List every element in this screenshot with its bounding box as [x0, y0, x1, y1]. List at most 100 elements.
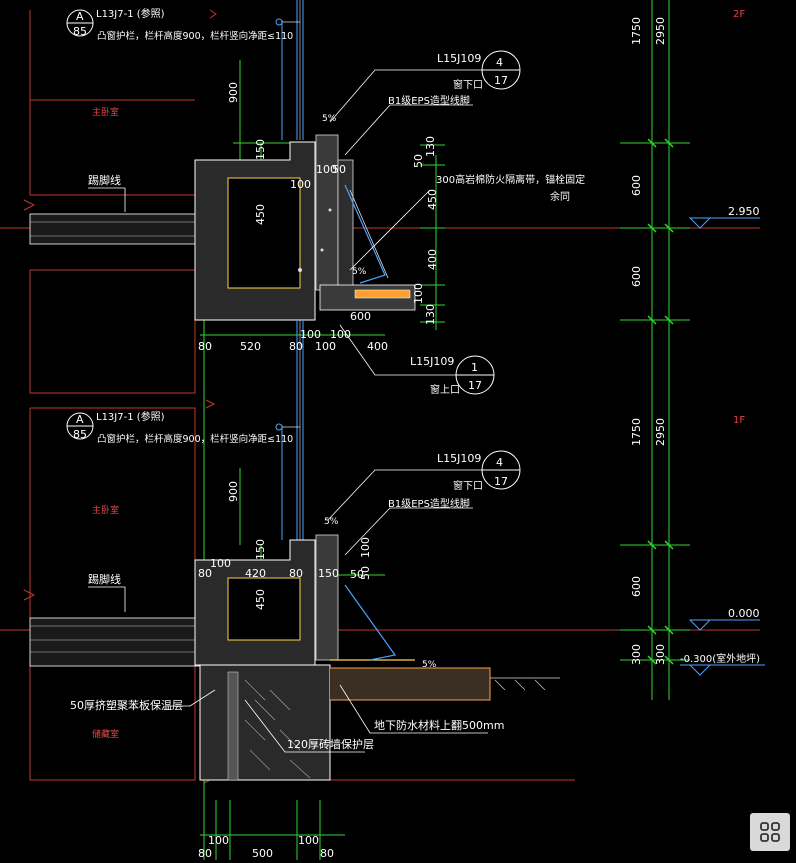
- elev-0000: 0.000: [728, 607, 760, 620]
- svg-text:130: 130: [424, 304, 437, 325]
- horizontal-dimensions-upper: 80 520 80 100 400 100 100: [198, 328, 388, 353]
- lower-wall-section: [29, 423, 560, 781]
- slope-lower: 5%: [324, 517, 339, 527]
- svg-text:1750: 1750: [630, 418, 643, 446]
- skirting-label-lower: 踢脚线: [88, 572, 121, 586]
- elevation-markers: [680, 217, 765, 676]
- callout-a-upper: A: [76, 10, 84, 23]
- slope-upper-sill: 5%: [352, 267, 367, 277]
- break-symbols: [23, 9, 217, 784]
- ref-callout-a85-upper: [66, 9, 94, 37]
- horizontal-dimensions-lower: 80 420 80 150: [198, 567, 339, 580]
- leader-lines: [170, 69, 488, 753]
- svg-text:130: 130: [424, 136, 437, 157]
- detail-num-4-upper: 4: [496, 56, 503, 69]
- svg-text:2950: 2950: [654, 418, 667, 446]
- svg-text:520: 520: [240, 340, 261, 353]
- detail-num-1: 1: [471, 361, 478, 374]
- window-above: 窗上口: [430, 383, 460, 396]
- svg-text:900: 900: [227, 481, 240, 502]
- grid-icon: [760, 822, 780, 842]
- upper-wall-section: [29, 0, 416, 540]
- svg-text:50: 50: [359, 566, 372, 580]
- slope-ground: 5%: [422, 660, 437, 670]
- svg-text:450: 450: [426, 189, 439, 210]
- floor-2f: 2F: [733, 9, 745, 20]
- eps-label-lower: B1级EPS造型线脚: [388, 497, 470, 510]
- svg-text:100: 100: [290, 178, 311, 191]
- svg-text:80: 80: [289, 567, 303, 580]
- slope-upper: 5%: [322, 114, 337, 124]
- svg-text:500: 500: [252, 847, 273, 860]
- svg-text:100: 100: [412, 283, 425, 304]
- svg-text:450: 450: [254, 589, 267, 610]
- svg-text:420: 420: [245, 567, 266, 580]
- svg-text:400: 400: [426, 249, 439, 270]
- window-below-lower: 窗下口: [453, 479, 483, 492]
- grid-view-button[interactable]: [750, 813, 790, 851]
- horizontal-dimensions-bottom: 100 80 500 100 80: [198, 834, 334, 860]
- detail-num-4-lower: 4: [496, 456, 503, 469]
- svg-text:100: 100: [298, 834, 319, 847]
- room-label-lower: 主卧室: [92, 504, 119, 516]
- fire-barrier-note-2: 余同: [550, 190, 570, 203]
- detail-callout-1: [455, 355, 495, 395]
- svg-text:150: 150: [254, 539, 267, 560]
- svg-text:300: 300: [630, 644, 643, 665]
- ref-code-mid: L15J109: [410, 355, 454, 368]
- callout-85-upper: 85: [73, 25, 87, 38]
- title-ref-upper: L13J7-1 (参照): [96, 7, 165, 20]
- sheet-17-upper: 17: [494, 74, 508, 87]
- svg-text:50: 50: [332, 163, 346, 176]
- svg-text:100: 100: [300, 328, 321, 341]
- skirting-label-upper: 踢脚线: [88, 173, 121, 187]
- floor-1f: 1F: [733, 415, 745, 426]
- callout-a-lower: A: [76, 413, 84, 426]
- svg-text:80: 80: [289, 340, 303, 353]
- room-label-storage: 储藏室: [92, 728, 119, 740]
- svg-text:150: 150: [254, 139, 267, 160]
- ref-code-lower: L15J109: [437, 452, 481, 465]
- svg-text:400: 400: [367, 340, 388, 353]
- elev-2950: 2.950: [728, 205, 760, 218]
- svg-text:600: 600: [630, 576, 643, 597]
- detail-callout-4-upper: [481, 50, 521, 90]
- railing-note-upper: 凸窗护栏，栏杆高度900，栏杆竖向净距≤110: [97, 30, 293, 42]
- ref-code-upper: L15J109: [437, 52, 481, 65]
- svg-text:80: 80: [320, 847, 334, 860]
- svg-text:100: 100: [330, 328, 351, 341]
- railing-note-lower: 凸窗护栏，栏杆高度900，栏杆竖向净距≤110: [97, 433, 293, 445]
- svg-text:80: 80: [198, 567, 212, 580]
- protect-wall-note: 120厚砖墙保护层: [287, 737, 374, 751]
- svg-text:300: 300: [654, 644, 667, 665]
- ref-callout-a85-lower: [66, 412, 94, 440]
- detail-callout-4-lower: [481, 450, 521, 490]
- svg-text:600: 600: [630, 175, 643, 196]
- callout-85-lower: 85: [73, 428, 87, 441]
- elev-minus-300: -0.300(室外地坪): [680, 652, 760, 665]
- right-dimensions: 1750 2950 600 600 1750 2950 600 300 300: [630, 17, 667, 665]
- svg-text:80: 80: [198, 340, 212, 353]
- svg-text:50: 50: [350, 568, 364, 581]
- svg-text:100: 100: [208, 834, 229, 847]
- eps-label-upper: B1级EPS造型线脚: [388, 94, 470, 107]
- svg-text:80: 80: [198, 847, 212, 860]
- room-label-upper: 主卧室: [92, 106, 119, 118]
- svg-text:600: 600: [630, 266, 643, 287]
- waterproof-note: 地下防水材料上翻500mm: [374, 718, 504, 732]
- svg-text:100: 100: [316, 163, 337, 176]
- svg-text:100: 100: [315, 340, 336, 353]
- svg-text:2950: 2950: [654, 17, 667, 45]
- fire-barrier-note: 300高岩棉防火隔离带，锚栓固定: [436, 173, 585, 186]
- left-dimensions: 900 150 450 900 150 450: [227, 82, 267, 610]
- svg-text:150: 150: [318, 567, 339, 580]
- sill-dimensions: 50 130 450 400 100 130 600 100 100 50 10…: [210, 136, 439, 581]
- svg-text:450: 450: [254, 204, 267, 225]
- svg-text:900: 900: [227, 82, 240, 103]
- svg-text:100: 100: [210, 557, 231, 570]
- svg-text:100: 100: [359, 537, 372, 558]
- sheet-17-lower: 17: [494, 475, 508, 488]
- window-below-upper: 窗下口: [453, 78, 483, 91]
- sheet-17-mid: 17: [468, 379, 482, 392]
